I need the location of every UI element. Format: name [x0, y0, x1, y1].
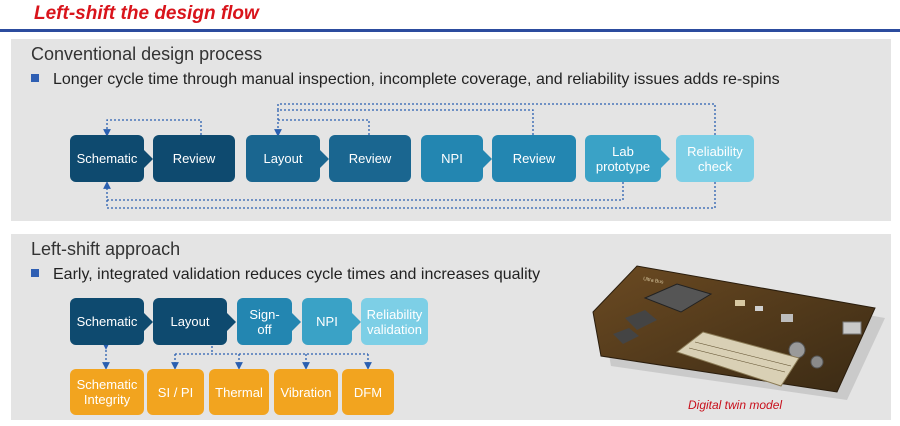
slide-title: Left-shift the design flow [34, 3, 259, 24]
arrow-right-icon [144, 313, 153, 331]
pcb-body [592, 265, 876, 393]
arrow-right-icon [320, 150, 329, 168]
arrow-right-icon [292, 313, 301, 331]
check-si-pi[interactable]: SI / PI [147, 369, 204, 415]
loop-reliability-to-schematic [106, 182, 716, 209]
digital-twin-caption: Digital twin model [688, 398, 783, 412]
check-thermal-label: Thermal [215, 384, 263, 400]
pcb-component [735, 300, 745, 306]
ls-step-layout[interactable]: Layout [153, 298, 227, 345]
title-rule [0, 29, 900, 32]
ls-step-schematic[interactable]: Schematic [70, 298, 144, 345]
step-review-2-label: Review [348, 151, 392, 166]
check-dfm-label: DFM [353, 384, 383, 400]
check-si-pi-label: SI / PI [157, 384, 194, 400]
pcb-marking: Ultra Bus [643, 276, 665, 286]
step-schematic[interactable]: Schematic [70, 135, 144, 182]
check-vibration-label: Vibration [280, 384, 332, 400]
leftshift-bullet-text: Early, integrated validation reduces cyc… [53, 266, 541, 283]
pcb-chip-block [625, 310, 657, 330]
loop-reliability-to-layout [277, 103, 716, 135]
arrow-right-icon [483, 150, 492, 168]
pcb-chip-block [613, 328, 639, 344]
ls-step-npi-label: NPI [316, 314, 338, 329]
loop-lab-to-schematic [103, 181, 624, 201]
pcb-connector-rail [675, 331, 800, 387]
check-thermal[interactable]: Thermal [209, 369, 269, 415]
digital-twin-board-image: Ultra Bus [592, 265, 885, 400]
step-review-1[interactable]: Review [153, 135, 235, 182]
step-review-2[interactable]: Review [329, 135, 411, 182]
pcb-component [755, 306, 763, 311]
leftshift-heading: Left-shift approach [31, 239, 181, 259]
conventional-panel: Conventional design process Longer cycle… [11, 39, 891, 221]
ls-step-schematic-label: Schematic [76, 314, 138, 329]
arrow-right-icon [661, 150, 670, 168]
check-dfm[interactable]: DFM [342, 369, 394, 415]
arrow-right-icon [144, 150, 153, 168]
ls-step-layout-label: Layout [170, 314, 210, 329]
check-vibration[interactable]: Vibration [274, 369, 338, 415]
ls-step-npi[interactable]: NPI [302, 298, 352, 345]
step-layout[interactable]: Layout [246, 135, 320, 182]
ls-step-signoff-label: Sign-off [249, 306, 280, 337]
leftshift-bullet: Early, integrated validation reduces cyc… [31, 266, 540, 284]
arrow-right-icon [227, 313, 236, 331]
conventional-bullet: Longer cycle time through manual inspect… [31, 71, 780, 89]
step-review-3-label: Review [512, 151, 556, 166]
pcb-chip-large [643, 283, 713, 313]
step-schematic-label: Schematic [76, 151, 138, 166]
loop-review3-to-layout [277, 109, 534, 135]
step-npi[interactable]: NPI [421, 135, 483, 182]
arrow-right-icon [352, 313, 361, 331]
loop-review-to-layout [274, 119, 370, 137]
pcb-capacitor [810, 355, 824, 369]
step-review-3[interactable]: Review [492, 135, 576, 182]
conventional-heading: Conventional design process [31, 44, 263, 64]
pcb-connector-end [842, 321, 862, 335]
ls-step-signoff[interactable]: Sign-off [237, 298, 292, 345]
conventional-bullet-text: Longer cycle time through manual inspect… [53, 71, 780, 88]
pcb-component [781, 314, 793, 322]
bullet-square-icon [31, 269, 39, 277]
step-layout-label: Layout [263, 151, 303, 166]
bullet-square-icon [31, 74, 39, 82]
loop-review-to-schematic [103, 119, 202, 137]
step-npi-label: NPI [441, 151, 463, 166]
step-review-1-label: Review [172, 151, 216, 166]
